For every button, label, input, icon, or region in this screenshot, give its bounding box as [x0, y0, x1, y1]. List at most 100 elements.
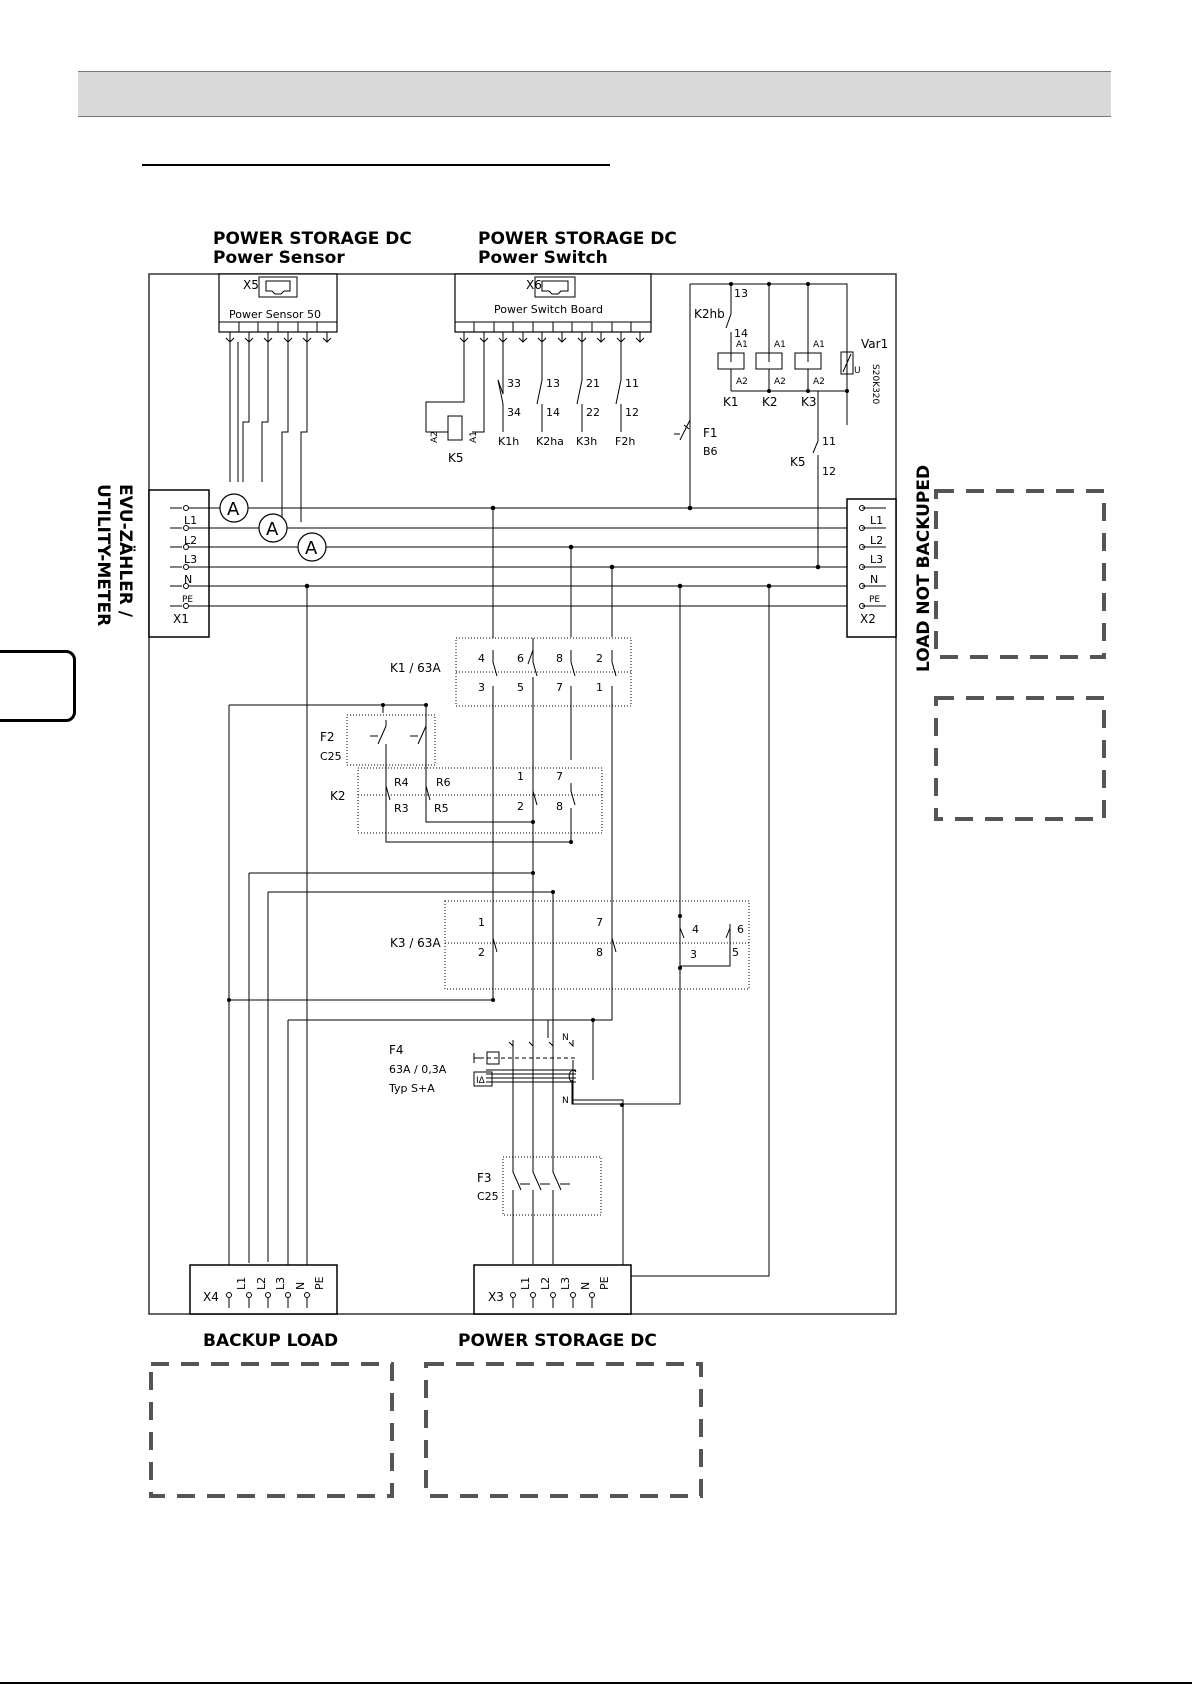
k1-bottom-2: 5	[517, 681, 524, 694]
x2-l2: L2	[870, 534, 883, 547]
k3h-contact-top: 21	[586, 377, 600, 390]
k2hb-contact-top: 13	[734, 287, 748, 300]
k2-r5: R5	[434, 802, 449, 815]
x3-l2: L2	[539, 1277, 552, 1290]
power-switch-board-name: Power Switch Board	[494, 303, 603, 316]
power-switch-heading-1: POWER STORAGE DC	[478, 229, 677, 249]
k1h-contact-top: 33	[507, 377, 521, 390]
k3-contacts	[445, 916, 749, 968]
f1-rating: B6	[703, 445, 718, 458]
x2-l3: L3	[870, 553, 883, 566]
power-sensor-heading-1: POWER STORAGE DC	[213, 229, 412, 249]
k1-top-4: 2	[596, 652, 603, 665]
k3-label: K3 / 63A	[390, 936, 441, 950]
x4-l2: L2	[255, 1277, 268, 1290]
varistor-part: S20K320	[870, 364, 880, 405]
f4-label: F4	[389, 1043, 404, 1057]
f2h-contact-bottom: 12	[625, 406, 639, 419]
k1-bottom-3: 7	[556, 681, 563, 694]
k2hb-contact-bottom: 14	[734, 327, 748, 340]
x1-label: X1	[173, 612, 189, 626]
x4-n: N	[294, 1282, 307, 1290]
k5-contact-top: 11	[822, 435, 836, 448]
x3-terminal-block	[473, 1264, 632, 1315]
k1-contacts	[456, 650, 631, 690]
k1-top-3: 8	[556, 652, 563, 665]
x2-terminal-block	[846, 498, 897, 638]
x3-terminal-pins	[510, 1292, 595, 1308]
x4-pe: PE	[313, 1276, 326, 1290]
ammeter-l2-symbol: A	[266, 519, 279, 540]
f1-label: F1	[703, 426, 718, 440]
f2-label: F2	[320, 730, 335, 744]
enclosure-frame	[148, 273, 897, 1315]
x4-terminal-pins	[226, 1292, 310, 1308]
f3-breaker-contacts	[512, 1166, 570, 1204]
k2-contact-8: 8	[556, 800, 563, 813]
k5-coil-label: K5	[448, 451, 464, 465]
x2-pe: PE	[869, 595, 880, 605]
f4-idelta: IΔ	[476, 1076, 486, 1086]
x6-connector-label: X6	[526, 278, 542, 292]
x1-pe: PE	[182, 595, 193, 605]
k1h-label: K1h	[498, 435, 519, 448]
f4-n-top: N	[562, 1033, 569, 1043]
f4-rating: 63A / 0,3A	[389, 1063, 447, 1076]
k3-contact-6: 6	[737, 923, 744, 936]
x5-connector-label: X5	[243, 278, 259, 292]
k3-contact-3: 3	[690, 948, 697, 961]
k2-coil-a1: A1	[774, 340, 786, 350]
k1-bottom-1: 3	[478, 681, 485, 694]
load-not-backuped-box-2	[934, 696, 1106, 821]
k2ha-contact-bottom: 14	[546, 406, 560, 419]
f4-rcd-symbol	[473, 1040, 577, 1104]
x1-terminal-block	[148, 489, 210, 638]
k2-contacts	[358, 772, 602, 812]
x3-n: N	[579, 1282, 592, 1290]
k1-bottom-4: 1	[596, 681, 603, 694]
x3-l1: L1	[519, 1277, 532, 1290]
k2-contact-2: 2	[517, 800, 524, 813]
k1-contactor-frame	[455, 637, 632, 707]
k2ha-label: K2ha	[536, 435, 564, 448]
k1-coil-a1: A1	[736, 340, 748, 350]
x1-terminal-pins	[170, 505, 189, 609]
x1-n: N	[184, 573, 192, 586]
k3-contact-8: 8	[596, 946, 603, 959]
wiring-junction-dots	[227, 703, 682, 1107]
k3-contact-1: 1	[478, 916, 485, 929]
utility-meter-heading-2: UTILITY-METER	[93, 484, 113, 626]
k3h-contact-bottom: 22	[586, 406, 600, 419]
ammeter-symbols	[219, 493, 327, 562]
backup-load-heading: BACKUP LOAD	[203, 1331, 338, 1351]
load-not-backuped-heading: LOAD NOT BACKUPED	[914, 465, 934, 672]
k2-contact-7: 7	[556, 770, 563, 783]
x2-label: X2	[860, 612, 876, 626]
k5-coil-a1: A1	[469, 431, 479, 443]
k5-coil-a2: A2	[430, 431, 440, 443]
power-storage-dc-box	[424, 1362, 703, 1498]
title-underline	[142, 164, 610, 166]
k3-contact-7: 7	[596, 916, 603, 929]
k5-contact-bottom: 12	[822, 465, 836, 478]
varistor-label: Var1	[861, 337, 888, 351]
k3-contact-2: 2	[478, 946, 485, 959]
ammeter-l3-symbol: A	[305, 538, 318, 559]
f2h-contact-top: 11	[625, 377, 639, 390]
k1-coil-a2: A2	[736, 377, 748, 387]
f3-breaker-frame	[502, 1156, 602, 1216]
k2-contact-1: 1	[517, 770, 524, 783]
k2-r6: R6	[436, 776, 451, 789]
f2-rating: C25	[320, 750, 342, 763]
x1-l3: L3	[184, 553, 197, 566]
x3-label: X3	[488, 1290, 504, 1304]
switch-board-wires	[425, 332, 645, 441]
k2hb-label: K2hb	[694, 307, 725, 321]
load-not-backuped-box-1	[934, 489, 1106, 659]
x4-label: X4	[203, 1290, 219, 1304]
f2h-label: F2h	[615, 435, 635, 448]
sensor-wires	[225, 332, 332, 522]
varistor-u: U	[854, 366, 861, 376]
k1-coil-label: K1	[723, 395, 739, 409]
k2ha-contact-top: 13	[546, 377, 560, 390]
